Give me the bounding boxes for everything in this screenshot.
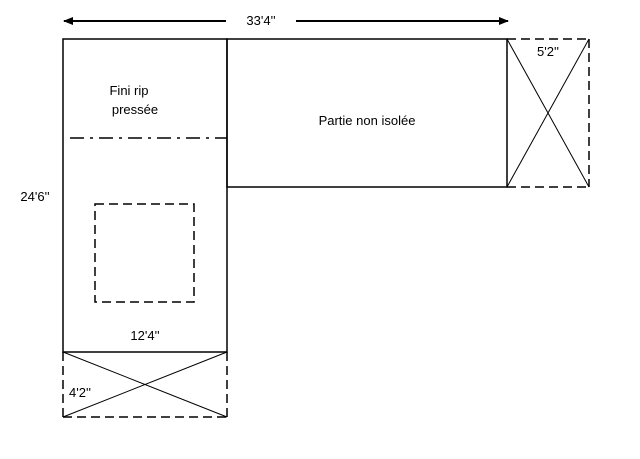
finished-area-label-line1: Fini rip [109,83,148,98]
inner-dashed-square [94,203,195,303]
right-extension-label: 5'2'' [537,44,559,59]
bottom-extension-crossed-box [62,351,228,418]
left-section-width-label: 12'4'' [130,328,159,343]
uninsulated-area-label: Partie non isolée [319,113,416,128]
finished-area-label-line2: pressée [112,102,158,117]
overall-depth-label: 24'6'' [20,189,49,204]
left-wing-wall [62,38,228,353]
overall-width-label: 33'4'' [246,13,275,28]
bottom-extension-label: 4'2'' [69,385,91,400]
right-extension-crossed-box [506,38,590,188]
uninsulated-wing-wall [226,38,508,188]
